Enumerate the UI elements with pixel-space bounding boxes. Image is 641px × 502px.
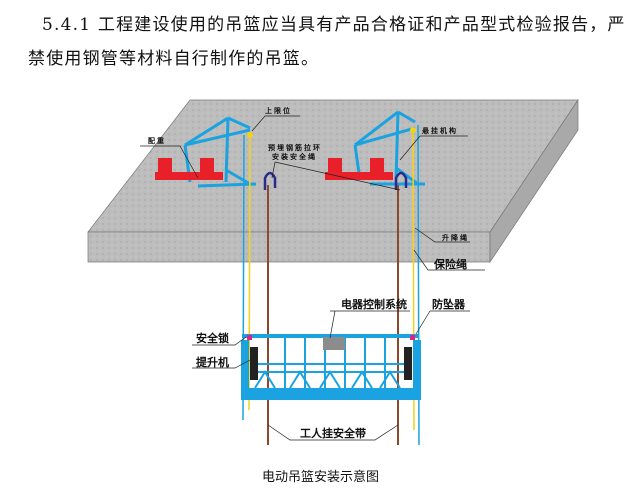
label-safety-lock: 安全锁 — [196, 331, 229, 345]
label-counterweight: 配重 — [148, 136, 166, 145]
right-suspension-mechanism — [353, 110, 425, 186]
left-hoist — [250, 347, 258, 380]
roof-slab-front — [87, 231, 491, 263]
label-control-system: 电器控制系统 — [341, 297, 407, 311]
paragraph-5-4-1: 5.4.1 工程建设使用的吊篮应当具有产品合格证和产品型式检验报告，严禁使用钢管… — [28, 8, 628, 76]
label-worker-belt: 工人挂安全带 — [300, 426, 366, 440]
label-hoist-rope: 升降绳 — [442, 233, 469, 242]
left-safety-lock — [247, 335, 252, 340]
label-anchor-line2: 安装安全绳 — [272, 152, 317, 161]
left-anchor-loop — [263, 171, 277, 190]
leader-lines — [140, 115, 485, 441]
left-counterweight — [155, 158, 223, 180]
clause-text: 工程建设使用的吊篮应当具有产品合格证和产品型式检验报告，严禁使用钢管等材料自行制… — [28, 15, 626, 69]
left-suspension-mechanism — [183, 116, 257, 188]
right-hoist — [404, 347, 412, 380]
label-fall-arrester: 防坠器 — [432, 297, 466, 311]
right-counterweight — [325, 158, 393, 180]
right-anchor-loop — [394, 171, 408, 190]
label-hoist: 提升机 — [196, 355, 229, 369]
electrical-control-box — [323, 337, 345, 350]
roof-slab-side — [489, 98, 579, 264]
label-safety-rope: 保险绳 — [433, 257, 467, 271]
label-upper-limit: 上限位 — [265, 106, 292, 115]
label-suspension: 悬挂机构 — [421, 126, 458, 135]
clause-number: 5.4.1 — [42, 15, 92, 35]
figure-caption: 电动吊篮安装示意图 — [261, 470, 379, 485]
label-anchor-line1: 预埋钢筋拉环 — [268, 143, 322, 152]
right-safety-lock — [410, 335, 415, 340]
